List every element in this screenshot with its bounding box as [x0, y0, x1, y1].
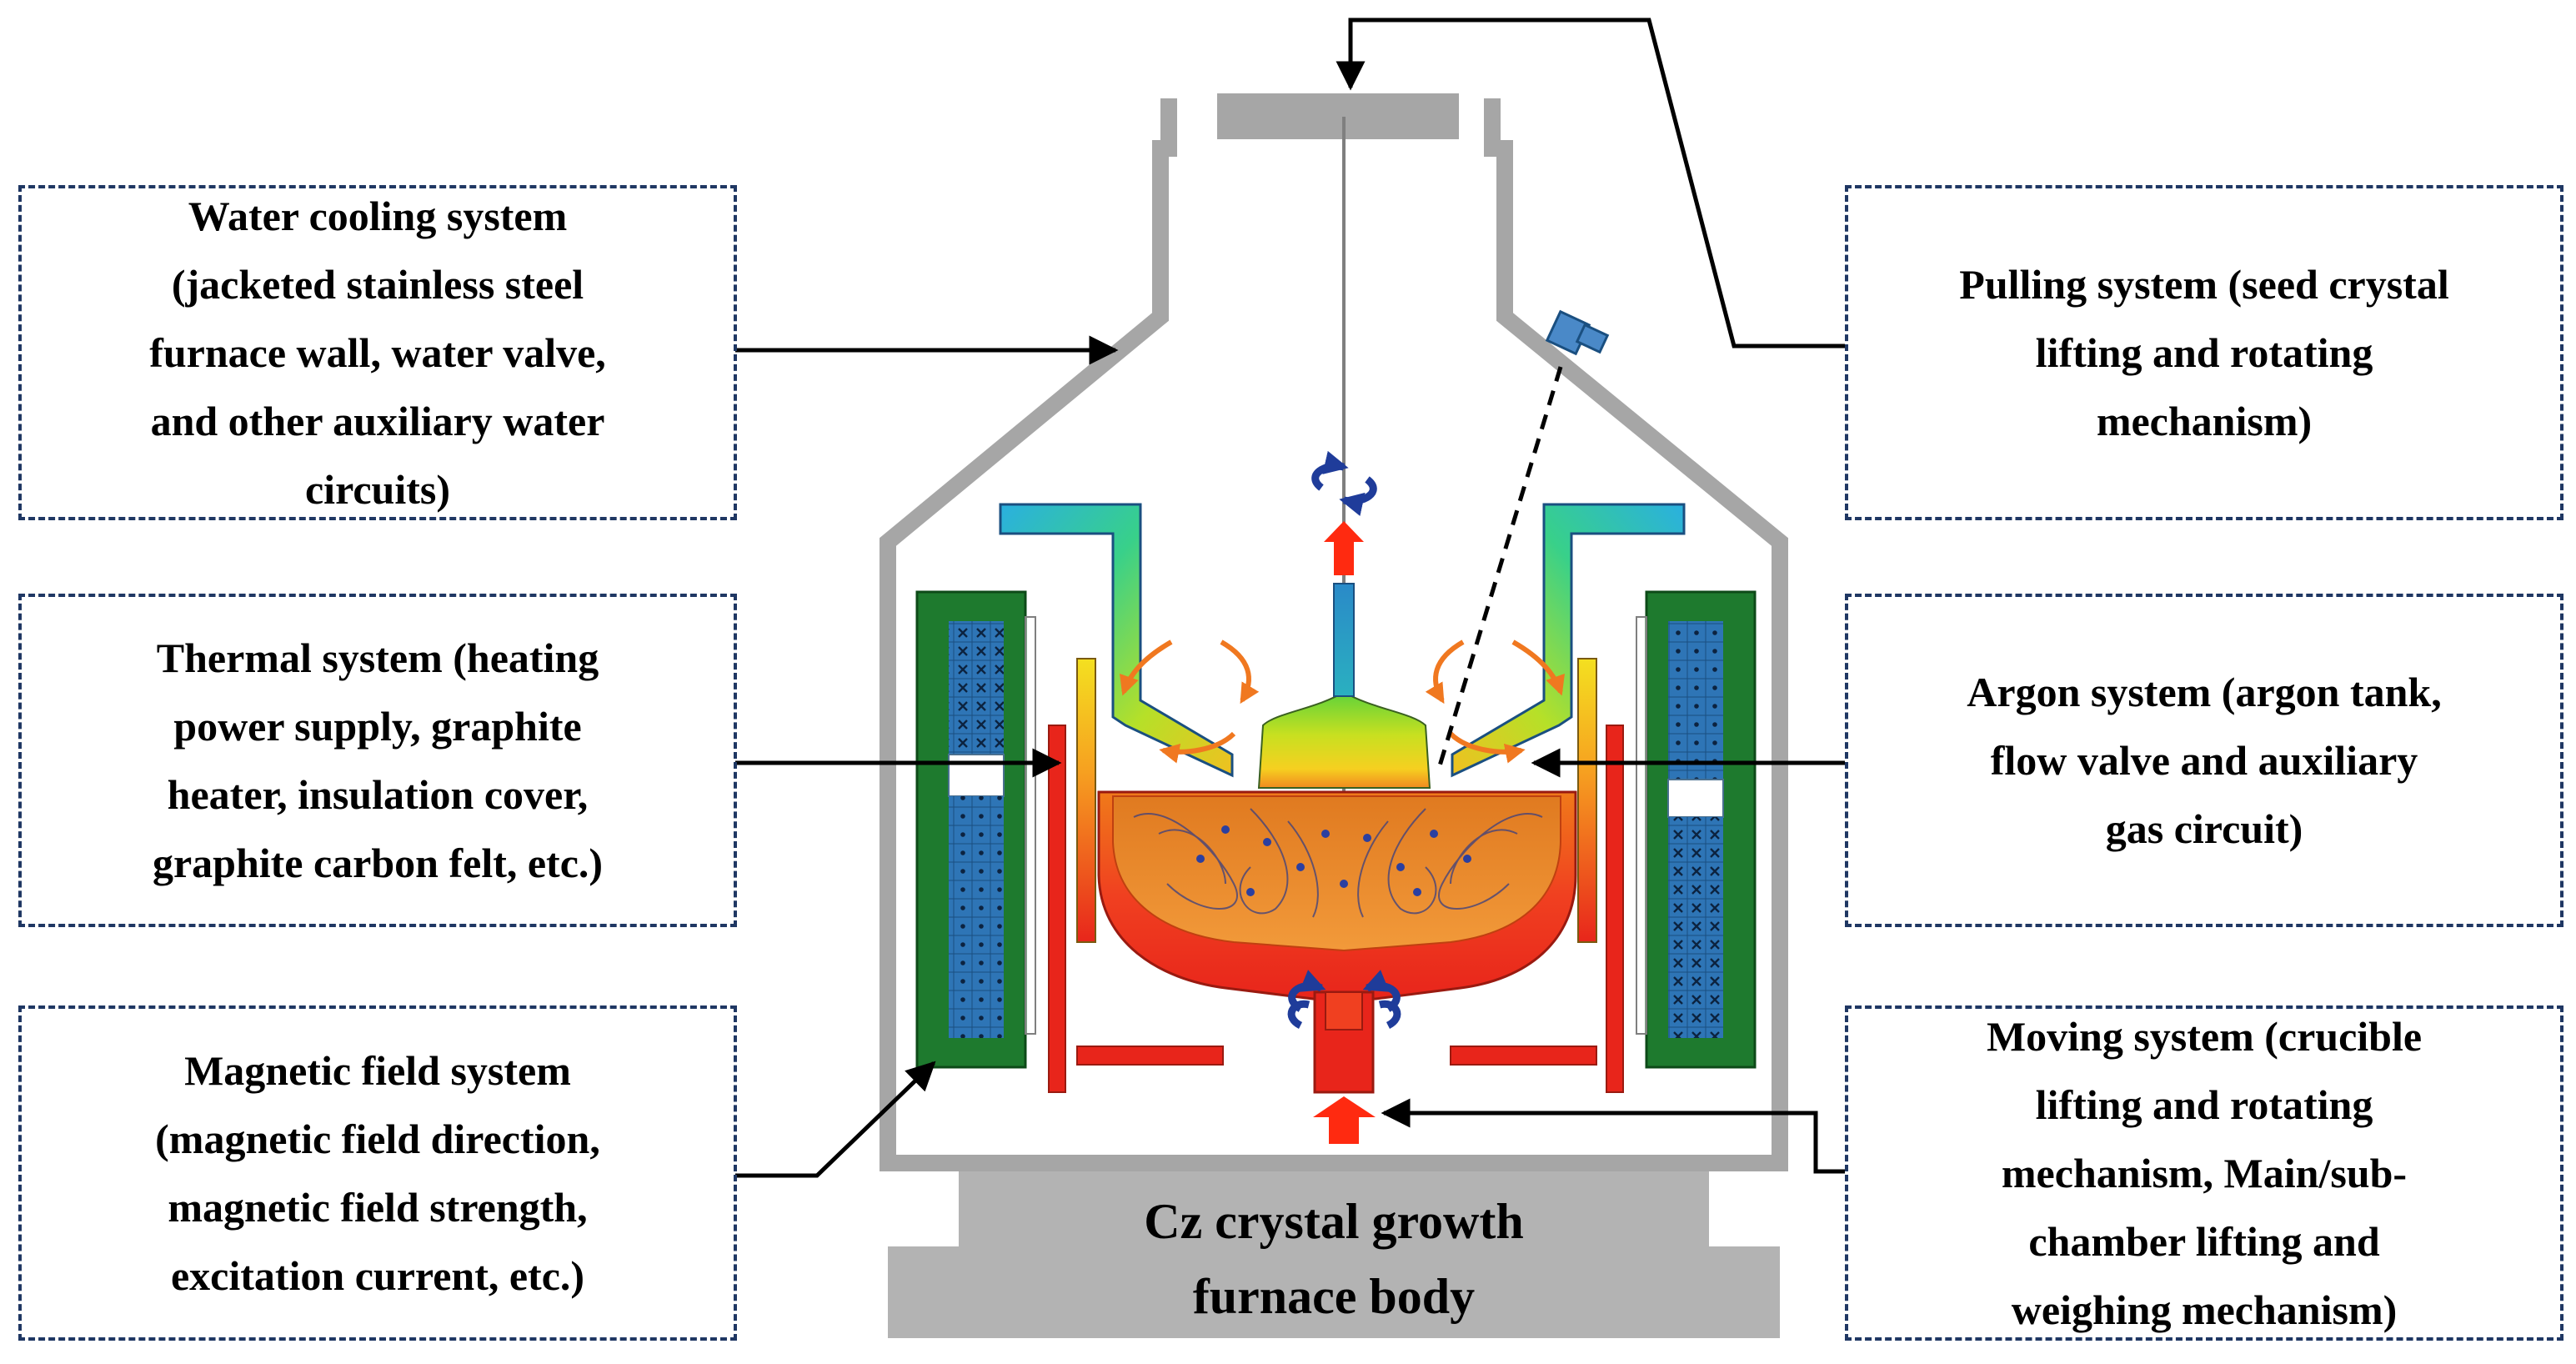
heater-left: [1048, 725, 1066, 1093]
magnet-left-frame: [1025, 616, 1036, 1035]
pulling-line-1: Pulling system (seed crystal: [1959, 261, 2449, 308]
inner-wall-right: [1577, 658, 1597, 943]
crystal-neck: [1333, 583, 1355, 697]
bottom-plate-left: [1076, 1046, 1224, 1066]
heater-right: [1606, 725, 1624, 1093]
callout-lines: [735, 18, 1845, 1178]
water-cooling-system-box: Water cooling system (jacketed stainless…: [18, 185, 737, 520]
callout-moving: [1381, 1098, 1845, 1174]
crucible-rotation-icon-left: [1287, 970, 1326, 1030]
callout-pulling: [1336, 18, 1845, 349]
furnace-wall: [880, 98, 1788, 1171]
furnace-base-upper: [959, 1167, 1709, 1259]
magnetic-line-1: Magnetic field system: [184, 1047, 571, 1094]
magnetic-line-2: (magnetic field direction,: [155, 1116, 600, 1162]
pulling-line-3: mechanism): [2096, 398, 2313, 444]
callout-magnetic: [735, 1061, 936, 1178]
pulling-system-box: Pulling system (seed crystal lifting and…: [1845, 185, 2563, 520]
coil-right-lower: [1668, 817, 1723, 1038]
pulling-line-2: lifting and rotating: [2035, 329, 2373, 376]
silicon-crystal: [1257, 690, 1431, 789]
thermal-line-2: power supply, graphite: [173, 703, 582, 750]
moving-line-5: weighing mechanism): [2011, 1286, 2398, 1333]
thermal-system-box: Thermal system (heating power supply, gr…: [18, 594, 737, 927]
furnace-top-cap: [1217, 93, 1459, 139]
seed-rotation-icon: [1311, 450, 1377, 516]
argon-line-3: gas circuit): [2105, 805, 2303, 852]
crucible-lift-arrow-icon: [1313, 1096, 1376, 1144]
magnetic-field-system-box: Magnetic field system (magnetic field di…: [18, 1005, 737, 1341]
gas-inlet-probe: [1545, 309, 1610, 356]
crystal-lift-arrow-icon: [1324, 521, 1364, 575]
thermal-line-3: heater, insulation cover,: [167, 771, 589, 818]
argon-line-2: flow valve and auxiliary: [1990, 737, 2418, 784]
coil-left-lower: [949, 796, 1004, 1038]
furnace-body-label: Cz crystal growth furnace body: [942, 1184, 1726, 1334]
moving-system-box: Moving system (crucible lifting and rota…: [1845, 1005, 2563, 1341]
moving-line-2: lifting and rotating: [2035, 1081, 2373, 1128]
crucible-rotation-icon-right: [1362, 970, 1401, 1030]
coil-right-upper: [1668, 621, 1723, 780]
argon-line-1: Argon system (argon tank,: [1967, 669, 2442, 715]
gas-inlet-dashed-line: [1436, 366, 1563, 772]
argon-system-box: Argon system (argon tank, flow valve and…: [1845, 594, 2563, 927]
moving-line-1: Moving system (crucible: [1986, 1013, 2423, 1060]
water-cooling-line-1: Water cooling system: [188, 193, 568, 239]
argon-flow-arrows: [1120, 639, 1565, 764]
water-cooling-line-3: furnace wall, water valve,: [149, 329, 606, 376]
magnetic-line-3: magnetic field strength,: [168, 1184, 588, 1231]
moving-line-3: mechanism, Main/sub-: [2001, 1150, 2408, 1196]
bottom-plate-right: [1450, 1046, 1597, 1066]
magnet-right-frame: [1636, 616, 1647, 1035]
crucible-shaft-inner: [1325, 991, 1363, 1031]
moving-line-4: chamber lifting and: [2028, 1218, 2380, 1265]
magnetic-line-4: excitation current, etc.): [170, 1252, 585, 1299]
inner-wall-left: [1076, 658, 1096, 943]
melt-flow-lines: [1133, 808, 1543, 918]
water-cooling-line-5: circuits): [304, 466, 451, 513]
coil-right-band: [1667, 779, 1724, 818]
water-cooling-line-2: (jacketed stainless steel: [171, 261, 584, 308]
furnace-body-line-1: Cz crystal growth: [1144, 1194, 1524, 1249]
furnace-base-lower: [888, 1246, 1780, 1338]
thermal-line-4: graphite carbon felt, etc.): [152, 840, 604, 886]
silicon-melt: [1112, 795, 1561, 952]
water-cooling-line-4: and other auxiliary water: [150, 398, 605, 444]
coil-left-upper: [949, 621, 1004, 755]
thermal-line-1: Thermal system (heating: [156, 634, 599, 681]
melt-flow-dots: [1196, 825, 1471, 896]
furnace-body-line-2: furnace body: [1192, 1269, 1476, 1324]
